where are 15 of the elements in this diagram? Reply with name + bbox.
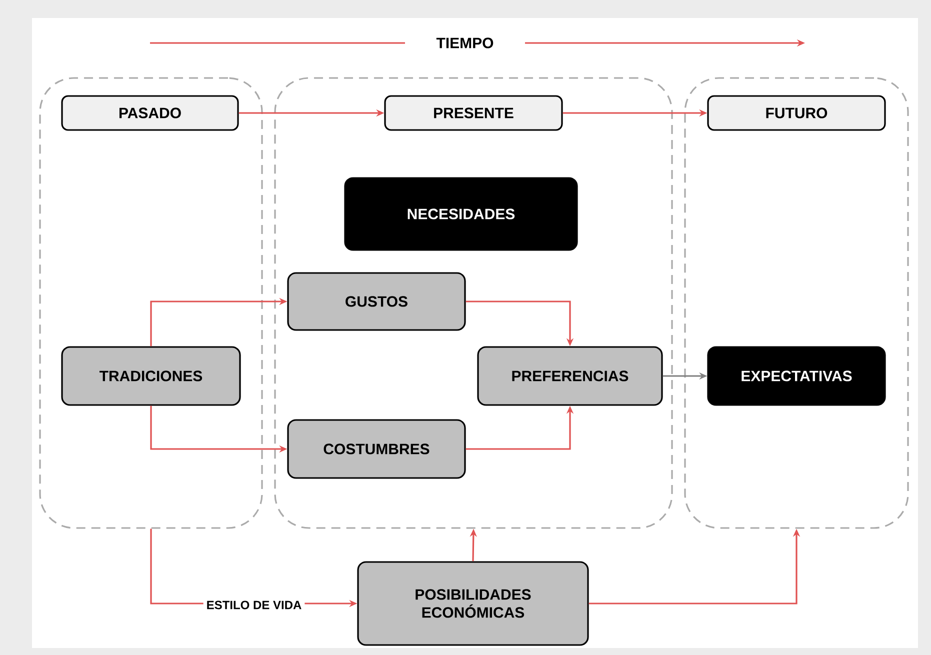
axis-label: TIEMPO (436, 38, 494, 48)
highlight-box: NECESIDADES (344, 177, 578, 251)
concept-box: COSTUMBRES (287, 419, 466, 479)
concept-box: PREFERENCIAS (477, 346, 663, 406)
concept-box: GUSTOS (287, 272, 466, 331)
dashed-region (39, 77, 263, 529)
concept-box: POSIBILIDADES ECONÓMICAS (357, 561, 589, 646)
edge-label: ESTILO DE VIDA (203, 598, 305, 612)
dashed-region (274, 77, 673, 529)
time-box: FUTURO (707, 95, 886, 131)
dashed-region (684, 77, 909, 529)
highlight-box: EXPECTATIVAS (707, 346, 886, 406)
concept-box: TRADICIONES (61, 346, 241, 406)
time-box: PASADO (61, 95, 239, 131)
time-box: PRESENTE (384, 95, 563, 131)
